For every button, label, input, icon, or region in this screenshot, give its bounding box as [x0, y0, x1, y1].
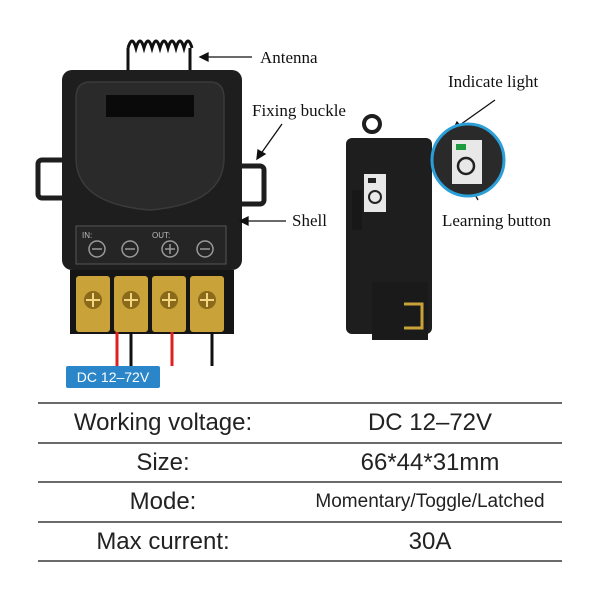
- spec-key: Size:: [136, 448, 190, 476]
- callout-learning-button: Learning button: [442, 211, 552, 230]
- spec-value: 30A: [408, 527, 452, 555]
- spec-value: 66*44*31mm: [360, 448, 500, 476]
- spec-key: Working voltage:: [73, 409, 253, 436]
- spec-row-voltage: Working voltage: DC 12–72V: [38, 402, 562, 442]
- antenna-coil: [126, 39, 194, 72]
- panel-out-label: OUT:: [152, 231, 170, 240]
- brass-terminals: [76, 276, 224, 332]
- callout-shell: Shell: [292, 211, 327, 230]
- spec-key: Mode:: [129, 488, 197, 515]
- callout-antenna: Antenna: [260, 48, 318, 67]
- wires: [115, 332, 214, 366]
- spec-row-size: Size: 66*44*31mm: [38, 441, 562, 482]
- callout-indicate-light: Indicate light: [448, 72, 539, 91]
- product-illustration: IN: OUT:: [35, 39, 506, 366]
- side-view-receiver: [346, 114, 432, 340]
- spec-key: Max current:: [96, 527, 230, 555]
- spec-value: Momentary/Toggle/Latched: [315, 491, 545, 512]
- spec-table: Working voltage: DC 12–72V Size: 66*44*3…: [38, 402, 562, 562]
- callout-magnifier: [430, 122, 506, 198]
- callout-fixing-buckle: Fixing buckle: [252, 101, 346, 120]
- spec-row-mode: Mode: Momentary/Toggle/Latched: [38, 481, 562, 521]
- shell-window: [106, 95, 194, 117]
- panel-in-label: IN:: [82, 231, 92, 240]
- voltage-badge: DC 12–72V: [66, 366, 160, 388]
- spec-row-max-current: Max current: 30A: [38, 520, 562, 562]
- spec-value: DC 12–72V: [367, 409, 493, 436]
- terminal-panel: [75, 225, 227, 265]
